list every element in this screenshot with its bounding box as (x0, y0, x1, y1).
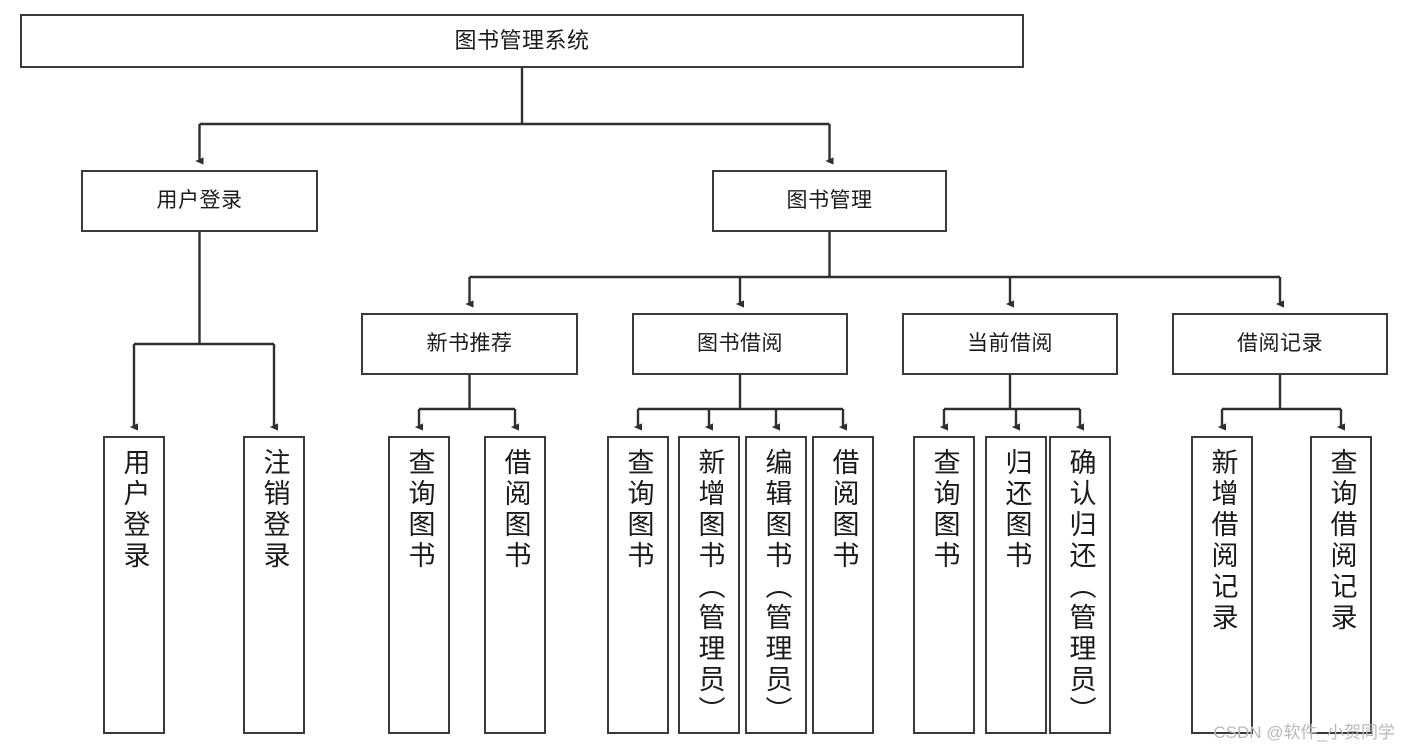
node-label: 查询图书 (929, 448, 960, 572)
node-label: 编辑图书（管理员） (761, 448, 792, 727)
node-borrow-record[interactable]: 借阅记录 (1172, 313, 1388, 375)
node-label: 用户登录 (119, 448, 150, 572)
node-leaf-query-record[interactable]: 查询借阅记录 (1310, 436, 1372, 734)
node-label: 当前借阅 (967, 331, 1053, 355)
node-label: 借阅图书 (828, 448, 859, 572)
node-leaf-borrow-book-2[interactable]: 借阅图书 (812, 436, 874, 734)
node-book-borrow[interactable]: 图书借阅 (632, 313, 848, 375)
node-label: 新增借阅记录 (1207, 448, 1238, 634)
node-label: 图书管理系统 (454, 28, 590, 54)
node-leaf-query-book-1[interactable]: 查询图书 (388, 436, 450, 734)
node-new-book-recommend[interactable]: 新书推荐 (361, 313, 578, 375)
node-leaf-user-login[interactable]: 用户登录 (103, 436, 165, 734)
node-label: 查询借阅记录 (1326, 448, 1357, 634)
node-label: 查询图书 (623, 448, 654, 572)
node-root[interactable]: 图书管理系统 (20, 14, 1024, 68)
node-label: 用户登录 (156, 188, 243, 212)
node-label: 图书管理 (786, 188, 873, 212)
node-label: 新书推荐 (426, 331, 513, 355)
node-label: 注销登录 (259, 448, 290, 572)
node-label: 借阅图书 (500, 448, 531, 572)
node-label: 确认归还（管理员） (1065, 448, 1096, 727)
node-leaf-return-book[interactable]: 归还图书 (985, 436, 1047, 734)
node-label: 归还图书 (1001, 448, 1032, 572)
node-label: 图书借阅 (697, 331, 783, 355)
node-leaf-add-book[interactable]: 新增图书（管理员） (678, 436, 740, 734)
node-book-manage[interactable]: 图书管理 (712, 170, 947, 232)
node-label: 借阅记录 (1237, 331, 1323, 355)
node-label: 查询图书 (404, 448, 435, 572)
node-leaf-logout[interactable]: 注销登录 (243, 436, 305, 734)
watermark-text: CSDN @软件_小贺同学 (1213, 723, 1395, 742)
node-user-login[interactable]: 用户登录 (81, 170, 318, 232)
node-leaf-edit-book[interactable]: 编辑图书（管理员） (745, 436, 807, 734)
node-leaf-confirm-return[interactable]: 确认归还（管理员） (1049, 436, 1111, 734)
node-leaf-add-record[interactable]: 新增借阅记录 (1191, 436, 1253, 734)
node-current-borrow[interactable]: 当前借阅 (902, 313, 1118, 375)
node-label: 新增图书（管理员） (694, 448, 725, 727)
node-leaf-query-book-3[interactable]: 查询图书 (913, 436, 975, 734)
node-leaf-query-book-2[interactable]: 查询图书 (607, 436, 669, 734)
node-leaf-borrow-book-1[interactable]: 借阅图书 (484, 436, 546, 734)
